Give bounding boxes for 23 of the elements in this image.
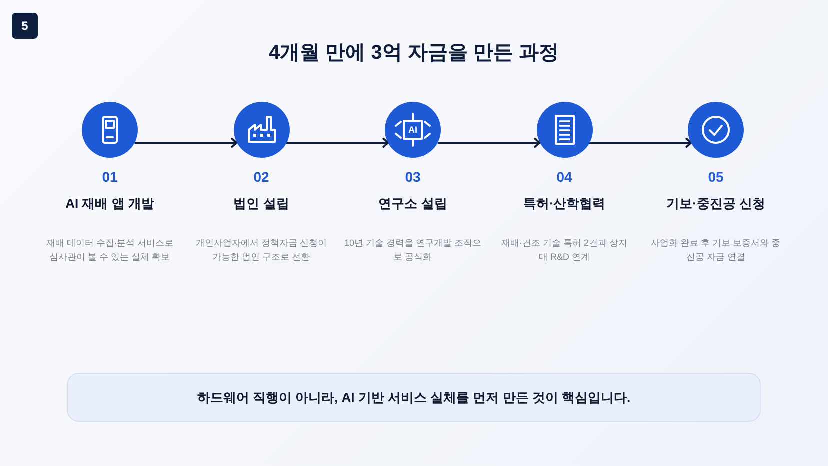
title: 4개월 만에 3억 자금을 만든 과정 — [268, 41, 560, 66]
chip-label: AI — [408, 124, 418, 136]
step-description: 재배 데이터 수집·분석 서비스로 심사관이 볼 수 있는 실체 확보 — [45, 237, 175, 264]
arrow — [589, 138, 692, 148]
step-description: 10년 기술 경력을 연구개발 조직으로 공식화 — [344, 237, 482, 264]
step-title: 특허·산학협력 — [522, 195, 607, 213]
arrow — [134, 138, 238, 148]
step-number: 04 — [556, 168, 574, 186]
step-title: AI 재배 앱 개발 — [64, 195, 156, 213]
step-description: 사업화 완료 후 기보 보증서와 중진공 자금 연결 — [650, 237, 782, 264]
step-number: 02 — [252, 168, 270, 186]
step-description: 재배·건조 기술 특허 2건과 상지대 R&D 연계 — [500, 237, 628, 264]
step-title: 기보·중진공 신청 — [666, 195, 766, 213]
callout-banner: 하드웨어 직행이 아니라, AI 기반 서비스 실체를 먼저 만든 것이 핵심입니다. — [67, 373, 761, 422]
step-title: 법인 설립 — [232, 195, 290, 213]
step-title: 연구소 설립 — [378, 195, 448, 213]
arrow — [438, 138, 541, 148]
step-number: 01 — [101, 168, 119, 186]
page-number-badge: 5 — [12, 13, 38, 39]
arrow — [286, 138, 390, 148]
step-number: 03 — [404, 168, 422, 186]
step-number: 05 — [707, 168, 725, 186]
step-description: 개인사업자에서 정책자금 신청이 가능한 법인 구조로 전환 — [194, 237, 328, 264]
